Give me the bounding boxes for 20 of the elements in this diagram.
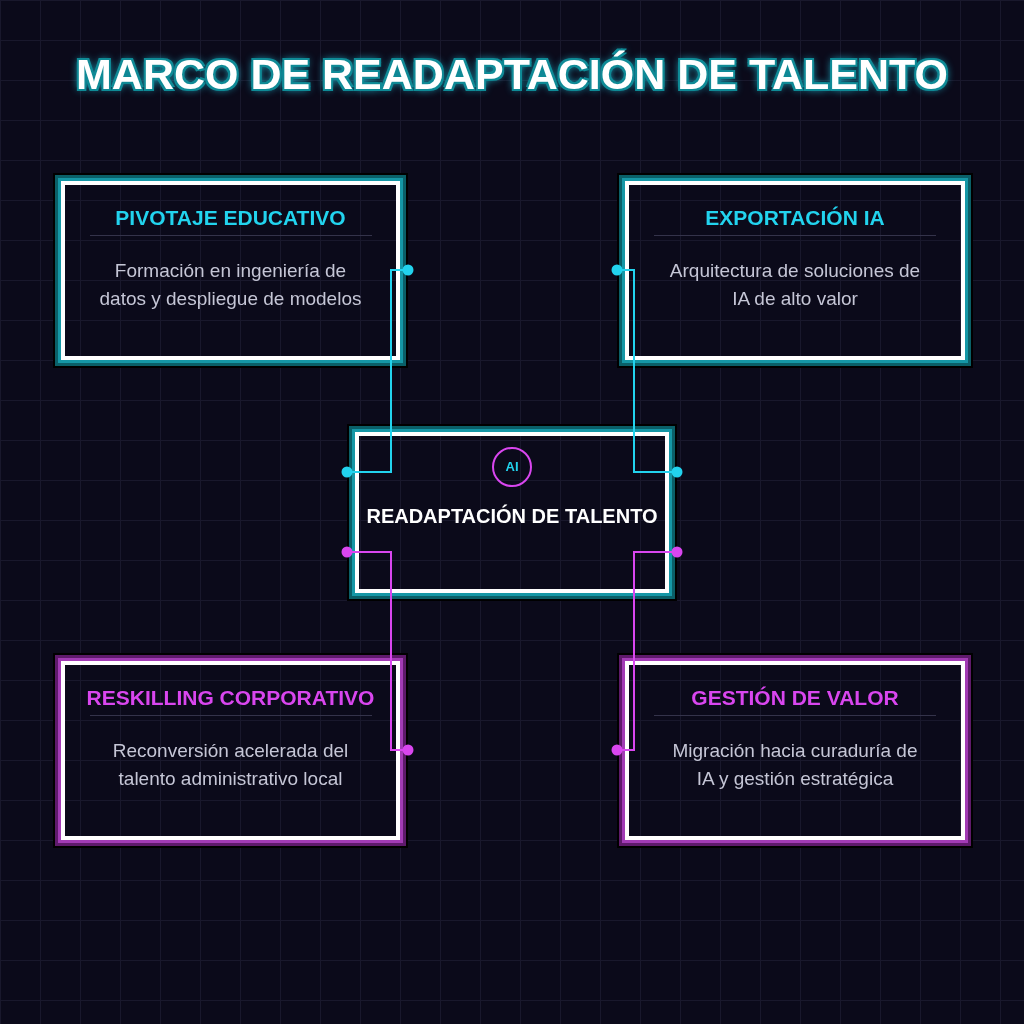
connector-line xyxy=(341,546,414,756)
connector-line xyxy=(341,264,414,478)
card-description: Formación en ingeniería de datos y despliegue de modelos xyxy=(98,259,363,311)
info-card xyxy=(617,173,973,368)
card-description: Reconversión acelerada del talento administrativo local xyxy=(111,739,350,791)
card-heading: RESKILLING CORPORATIVO xyxy=(86,685,375,711)
ai-badge: AI xyxy=(492,447,532,487)
connector-line xyxy=(611,264,683,478)
page-title: MARCO DE READAPTACIÓN DE TALENTO xyxy=(76,49,948,99)
info-card xyxy=(53,173,408,368)
card-heading: GESTIÓN DE VALOR xyxy=(691,685,899,711)
card-heading: PIVOTAJE EDUCATIVO xyxy=(115,205,346,231)
card-heading: EXPORTACIÓN IA xyxy=(705,205,885,231)
hub-card xyxy=(347,424,677,601)
card-description: Migración hacia curaduría de IA y gestión estratégica xyxy=(671,739,919,791)
info-card xyxy=(53,653,408,848)
hub-title: READAPTACIÓN DE TALENTO xyxy=(366,504,658,528)
info-card xyxy=(617,653,973,848)
connector-line xyxy=(611,546,683,756)
card-description: Arquitectura de soluciones de IA de alto valor xyxy=(668,259,922,311)
